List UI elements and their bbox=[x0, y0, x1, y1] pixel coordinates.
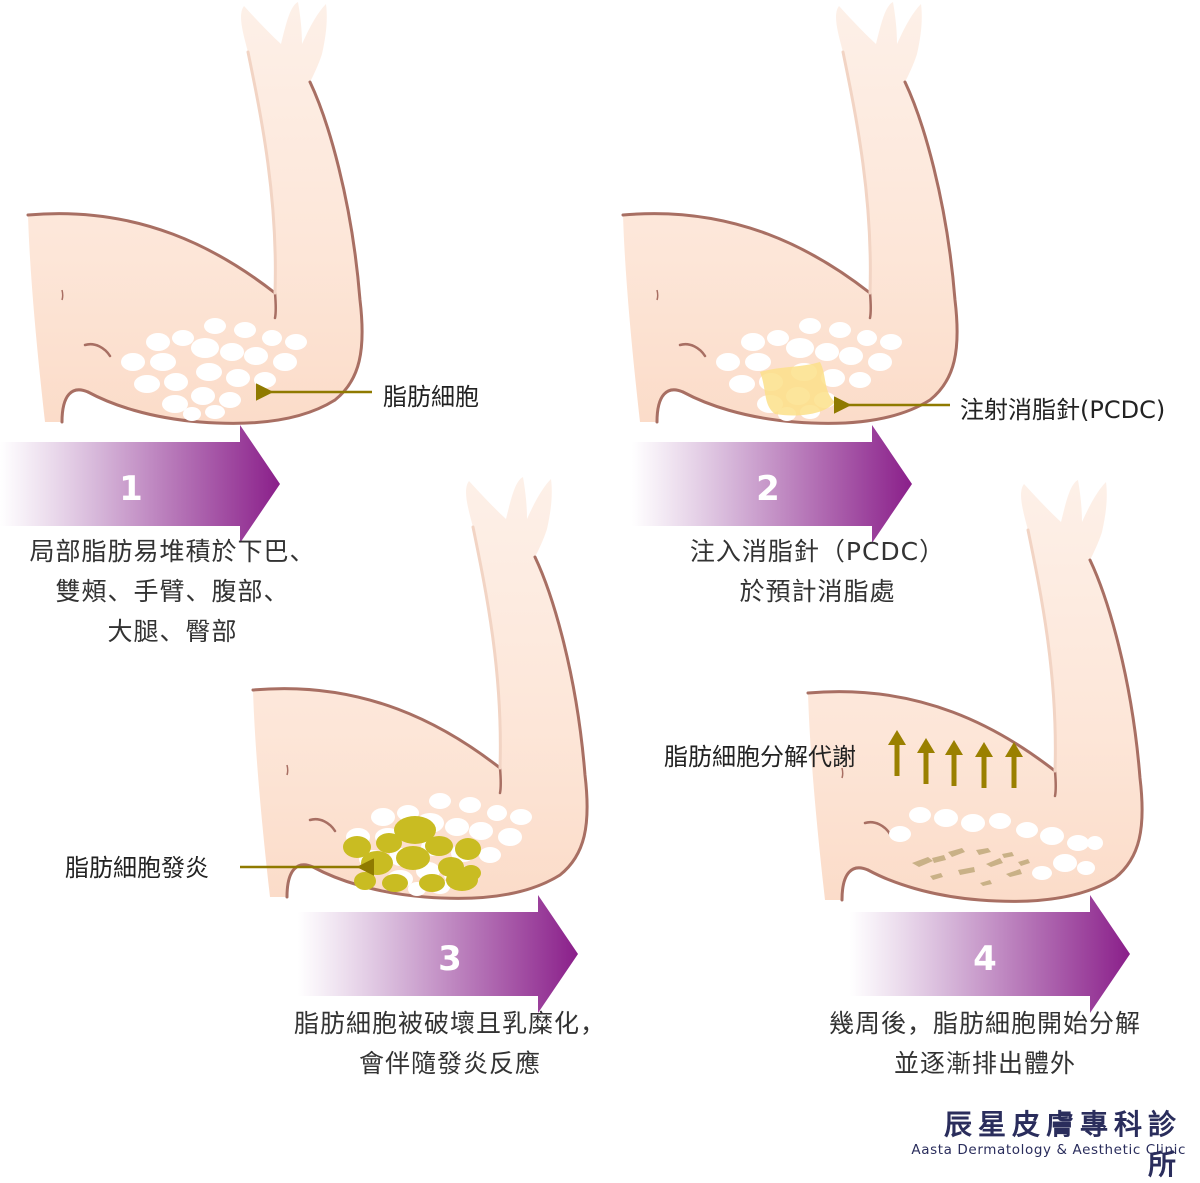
metabolism-label: 脂肪細胞分解代謝 bbox=[664, 743, 856, 771]
clinic-name-en: Aasta Dermatology & Aesthetic Clinic bbox=[911, 1142, 1186, 1158]
step-number-3: 3 bbox=[438, 939, 462, 979]
caption-4: 幾周後，脂肪細胞開始分解 並逐漸排出體外 bbox=[780, 1004, 1190, 1084]
caption-1-line-2: 雙頰、手臂、腹部、 bbox=[55, 577, 290, 606]
caption-1: 局部脂肪易堆積於下巴、 雙頰、手臂、腹部、 大腿、臀部 bbox=[0, 532, 345, 652]
panel-3: 脂肪細胞發炎 3 bbox=[65, 475, 589, 1013]
caption-4-line-1: 幾周後，脂肪細胞開始分解 bbox=[828, 1009, 1141, 1038]
fat-cell-label: 脂肪細胞 bbox=[383, 383, 479, 411]
panel-4: 脂肪細胞分解代謝 4 bbox=[664, 478, 1144, 1013]
arm-illustration-2 bbox=[621, 0, 959, 425]
caption-2-line-1: 注入消脂針（PCDC） bbox=[689, 537, 946, 566]
caption-3: 脂肪細胞被破壞且乳糜化， 會伴隨發炎反應 bbox=[240, 1004, 660, 1084]
injection-label: 注射消脂針(PCDC) bbox=[960, 396, 1165, 424]
fat-cells-4 bbox=[889, 807, 1103, 880]
panel-1: 脂肪細胞 1 bbox=[0, 0, 479, 543]
step-number-1: 1 bbox=[119, 469, 143, 509]
injection-area bbox=[760, 362, 835, 416]
dissolved-debris bbox=[912, 848, 1030, 886]
step-number-2: 2 bbox=[756, 469, 780, 509]
caption-4-line-2: 並逐漸排出體外 bbox=[893, 1049, 1076, 1078]
caption-2-line-2: 於預計消脂處 bbox=[739, 577, 896, 606]
caption-1-line-1: 局部脂肪易堆積於下巴、 bbox=[29, 537, 316, 566]
inflamed-cells bbox=[343, 816, 481, 892]
panel-2: 注射消脂針(PCDC) 2 bbox=[621, 0, 1165, 543]
caption-1-line-3: 大腿、臀部 bbox=[107, 617, 238, 646]
caption-2: 注入消脂針（PCDC） 於預計消脂處 bbox=[625, 532, 1010, 612]
inflamed-label: 脂肪細胞發炎 bbox=[65, 854, 209, 882]
caption-3-line-1: 脂肪細胞被破壞且乳糜化， bbox=[293, 1009, 606, 1038]
step-number-4: 4 bbox=[973, 939, 997, 979]
arm-illustration-1 bbox=[26, 0, 364, 425]
metabolism-arrows bbox=[888, 730, 1023, 788]
caption-3-line-2: 會伴隨發炎反應 bbox=[358, 1049, 541, 1078]
